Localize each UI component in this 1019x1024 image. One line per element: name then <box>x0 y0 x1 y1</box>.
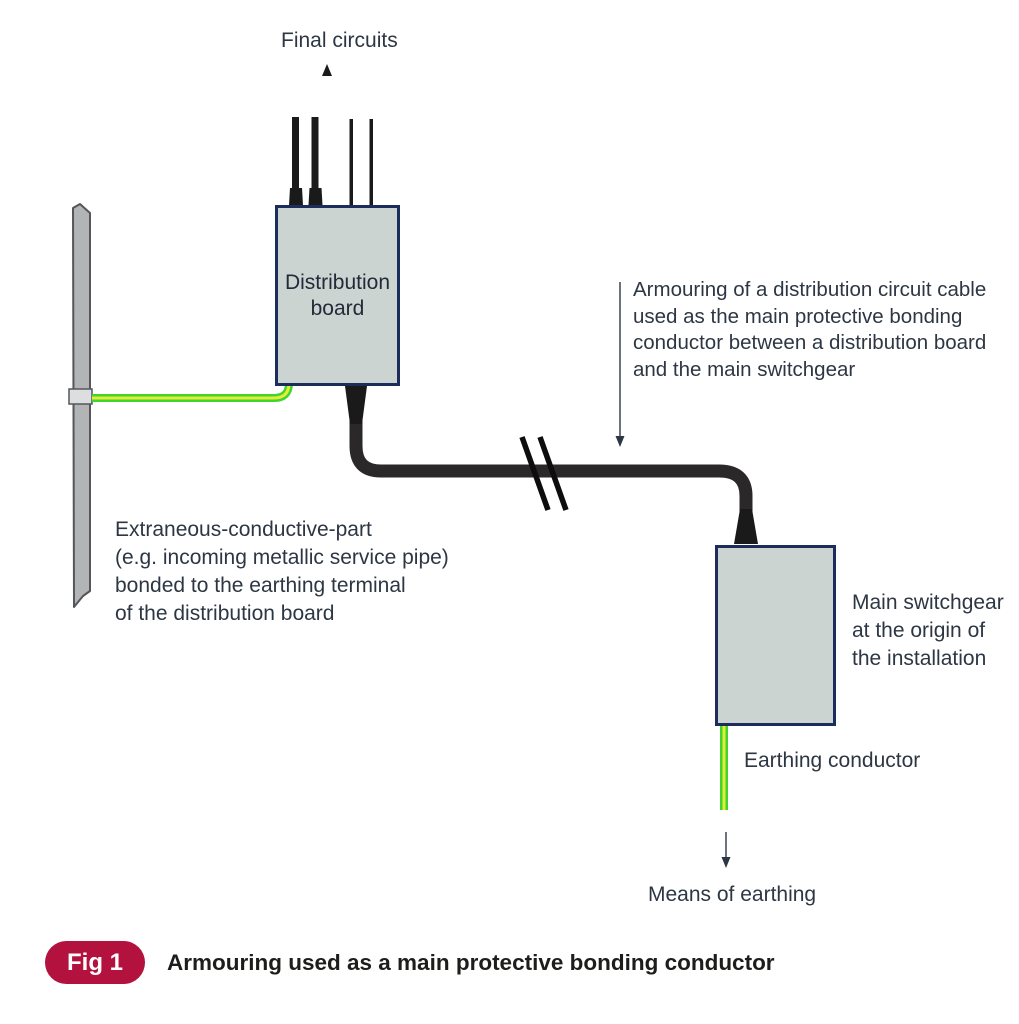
bonding-clamp <box>68 388 93 405</box>
extraneous-part-note-line: (e.g. incoming metallic service pipe) <box>115 546 449 569</box>
means-of-earthing-label: Means of earthing <box>648 883 817 906</box>
armouring-note-line: conductor between a distribution board <box>633 331 987 354</box>
cable-gland-top <box>345 386 367 424</box>
distribution-board-box: Distribution board <box>275 205 400 386</box>
extraneous-part-note-line: bonded to the earthing terminal <box>115 574 406 597</box>
figure-caption-text: Armouring used as a main protective bond… <box>167 949 775 975</box>
service-pipe <box>72 203 91 608</box>
final-circuits-label: Final circuits <box>281 29 398 52</box>
final-circuit-cable <box>292 117 299 191</box>
arrow-down-icon <box>615 436 625 447</box>
extraneous-part-note-line: of the distribution board <box>115 602 335 625</box>
main-switchgear-box <box>715 545 836 726</box>
earthing-conductor-label: Earthing conductor <box>744 749 921 772</box>
final-circuit-wire <box>349 119 353 205</box>
arrow-down-icon <box>721 857 731 868</box>
arrow-up-icon <box>322 64 332 76</box>
main-switchgear-note-line: the installation <box>852 647 987 670</box>
main-switchgear-note-line: at the origin of <box>852 619 986 642</box>
main-switchgear-note: Main switchgear at the origin of the ins… <box>852 589 1004 673</box>
armouring-note-line: Armouring of a distribution circuit cabl… <box>633 278 987 301</box>
distribution-board-label-line: board <box>310 296 365 320</box>
final-circuit-cable <box>311 117 319 191</box>
armouring-note-line: and the main switchgear <box>633 357 856 381</box>
figure-caption-row: Fig 1 Armouring used as a main protectiv… <box>45 941 775 984</box>
extraneous-part-note-line: Extraneous-conductive-part <box>115 518 372 541</box>
bonding-conductor-green <box>92 380 293 402</box>
cable-gland-bottom <box>734 509 758 544</box>
armouring-note-line: used as the main protective bonding <box>633 304 963 328</box>
cable-break-mark <box>519 436 551 511</box>
final-circuit-cable-gland <box>308 188 323 205</box>
main-switchgear-note-line: Main switchgear <box>852 591 1004 614</box>
distribution-board-label: Distribution board <box>285 270 390 322</box>
distribution-board-label-line: Distribution <box>284 270 391 294</box>
figure-number-badge: Fig 1 <box>45 941 145 984</box>
cable-break-mark <box>537 436 569 511</box>
figure-number-badge-label: Fig 1 <box>66 948 123 976</box>
armouring-note: Armouring of a distribution circuit cabl… <box>633 277 986 383</box>
final-circuit-wire <box>369 119 373 205</box>
extraneous-part-note: Extraneous-conductive-part (e.g. incomin… <box>115 516 449 628</box>
final-circuit-cable-gland <box>289 188 303 205</box>
